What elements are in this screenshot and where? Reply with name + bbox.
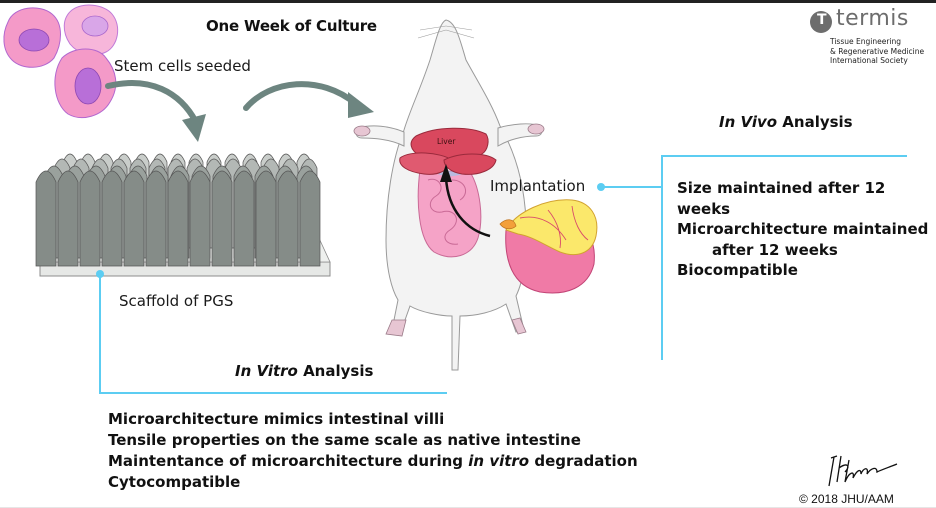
in-vivo-bracket — [597, 155, 907, 360]
implant-arrow — [444, 177, 491, 238]
in-vitro-item3-a: Maintentance of microarchitecture during — [108, 452, 469, 470]
scaffold-label: Scaffold of PGS — [119, 292, 234, 310]
in-vitro-item: Microarchitecture mimics intestinal vill… — [108, 410, 445, 428]
implant-graft — [499, 199, 598, 294]
arrow-head-scaffold-to-rat — [348, 92, 374, 118]
arrow-head-cells-to-scaffold — [182, 114, 206, 142]
implantation-label: Implantation — [490, 177, 586, 195]
in-vitro-findings: Microarchitecture mimics intestinal vill… — [108, 409, 638, 493]
artist-signature — [828, 455, 898, 487]
in-vitro-item: Maintentance of microarchitecture during… — [108, 451, 638, 472]
stem-cells-label: Stem cells seeded — [114, 57, 251, 75]
termis-wordmark: termis — [836, 6, 909, 31]
stem-cell-top-right — [63, 4, 119, 56]
villus — [233, 170, 255, 267]
villus — [255, 170, 277, 267]
villus — [101, 170, 123, 267]
villus — [299, 170, 321, 267]
villus — [277, 170, 299, 267]
villus — [123, 170, 145, 267]
in-vitro-item: Tensile properties on the same scale as … — [108, 431, 581, 449]
in-vivo-item: Size maintained after 12 weeks — [677, 179, 886, 218]
villus — [35, 170, 57, 267]
in-vivo-findings: Size maintained after 12 weeks Microarch… — [677, 178, 936, 281]
intestines — [417, 169, 482, 258]
villus — [167, 170, 189, 267]
termis-subtitle-line: & Regenerative Medicine — [830, 46, 925, 56]
termis-logo-icon: T — [810, 11, 832, 33]
termis-subtitle-line: International Society — [830, 56, 908, 65]
stem-cell-top-left — [3, 7, 61, 68]
villus — [189, 170, 211, 267]
in-vitro-heading: In Vitro Analysis — [235, 362, 373, 380]
in-vivo-item-continuation: after 12 weeks — [712, 240, 838, 259]
in-vivo-heading-rest: Analysis — [777, 113, 853, 131]
villus — [79, 170, 101, 267]
implant-arrow-head — [440, 164, 452, 182]
copyright: © 2018 JHU/AAM — [799, 492, 894, 506]
top-border — [0, 0, 936, 3]
in-vivo-heading-italic: In Vivo — [719, 113, 778, 131]
arrow-cells-to-scaffold — [105, 80, 199, 125]
in-vitro-item: Cytocompatible — [108, 473, 241, 491]
arrow-scaffold-to-rat — [243, 81, 359, 111]
in-vivo-heading: In Vivo Analysis — [719, 113, 853, 131]
villus — [211, 170, 233, 267]
in-vivo-item: Biocompatible — [677, 261, 798, 279]
in-vitro-item3-italic: in vitro — [468, 452, 530, 470]
in-vitro-item3-b: degradation — [529, 452, 638, 470]
termis-subtitle-line: Tissue Engineering — [830, 37, 902, 46]
in-vivo-item: Microarchitecture maintained — [677, 220, 929, 238]
scaffold-villi — [35, 153, 321, 267]
in-vitro-heading-italic: In Vitro — [235, 362, 298, 380]
villus — [57, 170, 79, 267]
in-vitro-heading-rest: Analysis — [297, 362, 374, 380]
termis-subtitle: Tissue Engineering & Regenerative Medici… — [830, 37, 924, 66]
figure-title: One Week of Culture — [206, 17, 377, 35]
stem-cell-bottom — [54, 48, 117, 118]
villus — [145, 170, 167, 267]
liver — [399, 127, 497, 175]
in-vitro-bracket — [96, 270, 447, 394]
liver-label: Liver — [437, 137, 456, 146]
